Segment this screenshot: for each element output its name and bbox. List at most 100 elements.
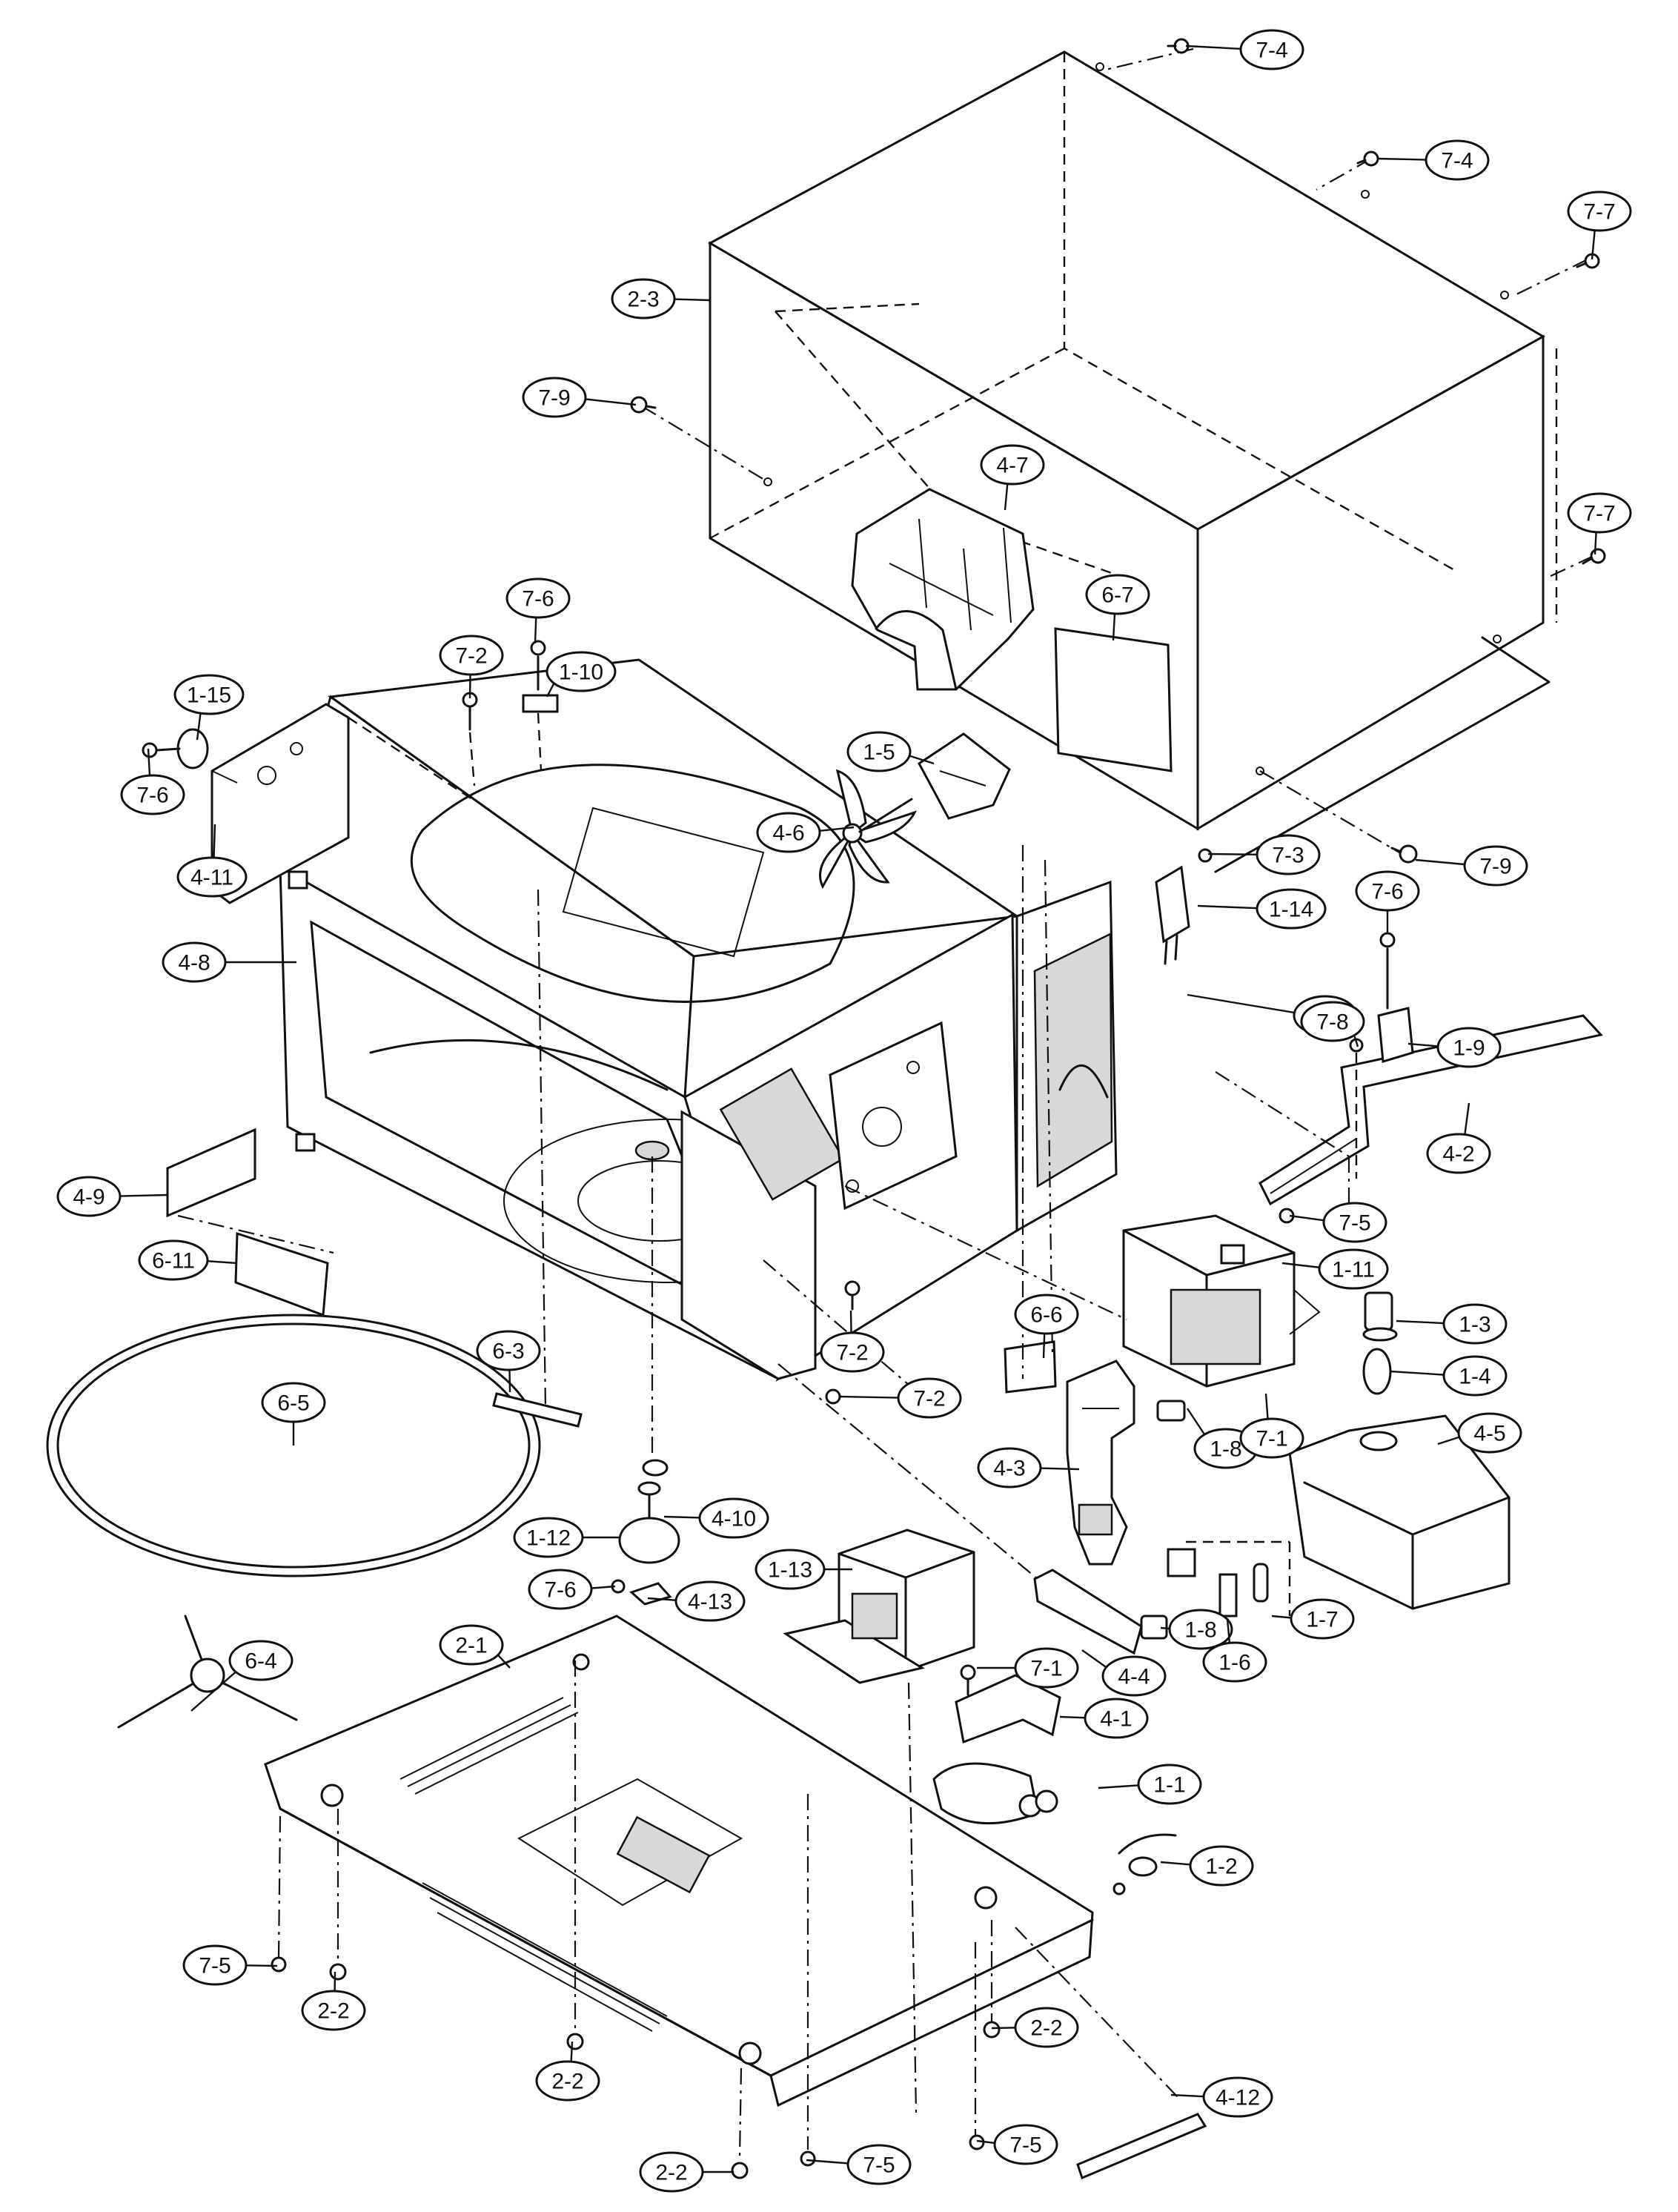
callout-c-1-2: 1-2 — [1160, 1845, 1254, 1887]
turntable-ring-6-5 — [46, 1314, 541, 1577]
callout-c-4-12: 4-12 — [1170, 2076, 1273, 2118]
callout-text: 4-5 — [1473, 1422, 1505, 1446]
callout-bubble — [1290, 1598, 1355, 1640]
leader-line — [1207, 852, 1258, 855]
callout-text: 7-9 — [538, 386, 570, 411]
callout-c-4-10: 4-10 — [663, 1497, 769, 1539]
leader-line — [584, 398, 637, 406]
callout-bubble — [1442, 1355, 1508, 1397]
callout-text: 2-2 — [1030, 2016, 1062, 2041]
callout-bubble — [755, 1549, 826, 1590]
callout-c-7-6d: 7-6 — [528, 1569, 616, 1610]
callout-text: 7-7 — [1583, 502, 1615, 526]
leader-line — [1081, 1649, 1107, 1669]
callout-text: 7-2 — [913, 1387, 945, 1411]
callout-c-7-5b: 7-5 — [182, 1944, 278, 1986]
callout-c-7-7b: 7-7 — [1567, 492, 1632, 555]
callout-text: 1-3 — [1459, 1313, 1490, 1337]
leader-line — [1594, 532, 1597, 555]
leader-line — [1415, 858, 1466, 866]
callout-text: 4-8 — [178, 951, 210, 976]
callout-c-1-13: 1-13 — [755, 1549, 852, 1590]
callout-text: 1-1 — [1153, 1773, 1185, 1798]
callout-c-4-7: 4-7 — [980, 444, 1045, 511]
callout-c-4-9: 4-9 — [56, 1176, 168, 1217]
callout-c-2-2a: 2-2 — [301, 1971, 366, 2031]
callout-c-7-7a: 7-7 — [1567, 191, 1632, 260]
leader-line — [1464, 1102, 1470, 1136]
callout-bubble — [1322, 1202, 1387, 1243]
callout-bubble — [698, 1497, 769, 1539]
callout-bubble — [301, 1990, 366, 2031]
callout-c-1-15: 1-15 — [173, 674, 245, 741]
leader-line — [849, 1310, 852, 1334]
leader-line — [468, 674, 471, 699]
callout-c-7-4a: 7-4 — [1185, 29, 1304, 70]
thermostat-1-15 — [142, 728, 209, 769]
label-6-6 — [1004, 1340, 1057, 1394]
callout-c-4-1: 4-1 — [1059, 1698, 1149, 1739]
callout-text: 7-5 — [863, 2153, 895, 2178]
callout-bubble — [820, 1331, 885, 1373]
callout-c-4-8: 4-8 — [162, 941, 296, 983]
leader-line — [991, 2027, 1016, 2030]
leader-line — [1160, 1861, 1192, 1866]
callout-text: 1-8 — [1184, 1618, 1216, 1643]
leader-line — [1353, 1034, 1359, 1047]
callout-text: 4-11 — [190, 866, 233, 890]
callout-text: 4-12 — [1216, 2086, 1260, 2110]
callout-text: 4-7 — [996, 454, 1028, 478]
leader-line — [190, 1671, 237, 1712]
callout-c-1-7: 1-7 — [1271, 1598, 1355, 1640]
callout-bubble — [182, 1944, 248, 1986]
strip-6-3 — [492, 1392, 583, 1428]
callout-text: 7-6 — [544, 1578, 576, 1603]
leader-line — [1040, 1467, 1080, 1471]
callout-text: 6-6 — [1030, 1303, 1062, 1328]
callout-bubble — [513, 1517, 584, 1558]
callout-text: 4-13 — [688, 1590, 732, 1615]
callout-c-2-2d: 2-2 — [639, 2151, 734, 2193]
callout-c-7-5d: 7-5 — [806, 2144, 912, 2185]
callout-bubble — [1256, 888, 1327, 930]
callout-c-1-3: 1-3 — [1396, 1303, 1508, 1345]
callout-bubble — [1426, 1133, 1491, 1174]
callout-bubble — [1463, 845, 1528, 887]
leader-line — [147, 748, 151, 776]
callout-c-7-8b: 7-8 — [1300, 1001, 1365, 1047]
callout-c-6-11: 6-11 — [138, 1239, 238, 1281]
callout-c-7-1a: 7-1 — [1239, 1393, 1304, 1459]
callout-bubble — [1355, 870, 1420, 912]
callout-text: 7-7 — [1583, 200, 1615, 225]
callout-bubble — [1101, 1655, 1167, 1697]
callout-text: 6-11 — [152, 1249, 195, 1274]
callout-text: 7-5 — [1009, 2133, 1041, 2158]
leader-line — [1591, 230, 1596, 260]
callout-bubble — [756, 812, 821, 853]
callout-bubble — [545, 651, 617, 692]
assembly-lines — [777, 845, 1350, 1580]
callout-bubble — [138, 1239, 209, 1281]
callout-c-4-2: 4-2 — [1426, 1102, 1491, 1174]
callout-c-4-4: 4-4 — [1081, 1649, 1167, 1697]
callout-bubble — [228, 1640, 294, 1681]
callout-bubble — [176, 856, 248, 898]
callout-bubble — [1239, 29, 1304, 70]
sensor-1-10 — [522, 640, 559, 772]
callout-bubble — [1567, 191, 1632, 232]
leader-line — [206, 1259, 238, 1265]
callout-c-7-6b: 7-6 — [120, 748, 185, 815]
callout-text: 4-6 — [772, 821, 804, 846]
callout-labels: 7-47-47-72-37-97-74-76-77-67-21-101-157-… — [56, 29, 1632, 2193]
callout-text: 7-9 — [1479, 855, 1511, 879]
callout-c-7-2c: 7-2 — [838, 1377, 962, 1419]
callout-bubble — [505, 577, 571, 619]
callout-bubble — [476, 1330, 541, 1371]
cover-4-5 — [1288, 1414, 1510, 1610]
label-sheet-6-7 — [1054, 627, 1173, 772]
callout-bubble — [1318, 1248, 1389, 1290]
leader-line — [818, 826, 855, 832]
leader-line — [119, 1193, 168, 1197]
callout-bubble — [528, 1569, 593, 1610]
